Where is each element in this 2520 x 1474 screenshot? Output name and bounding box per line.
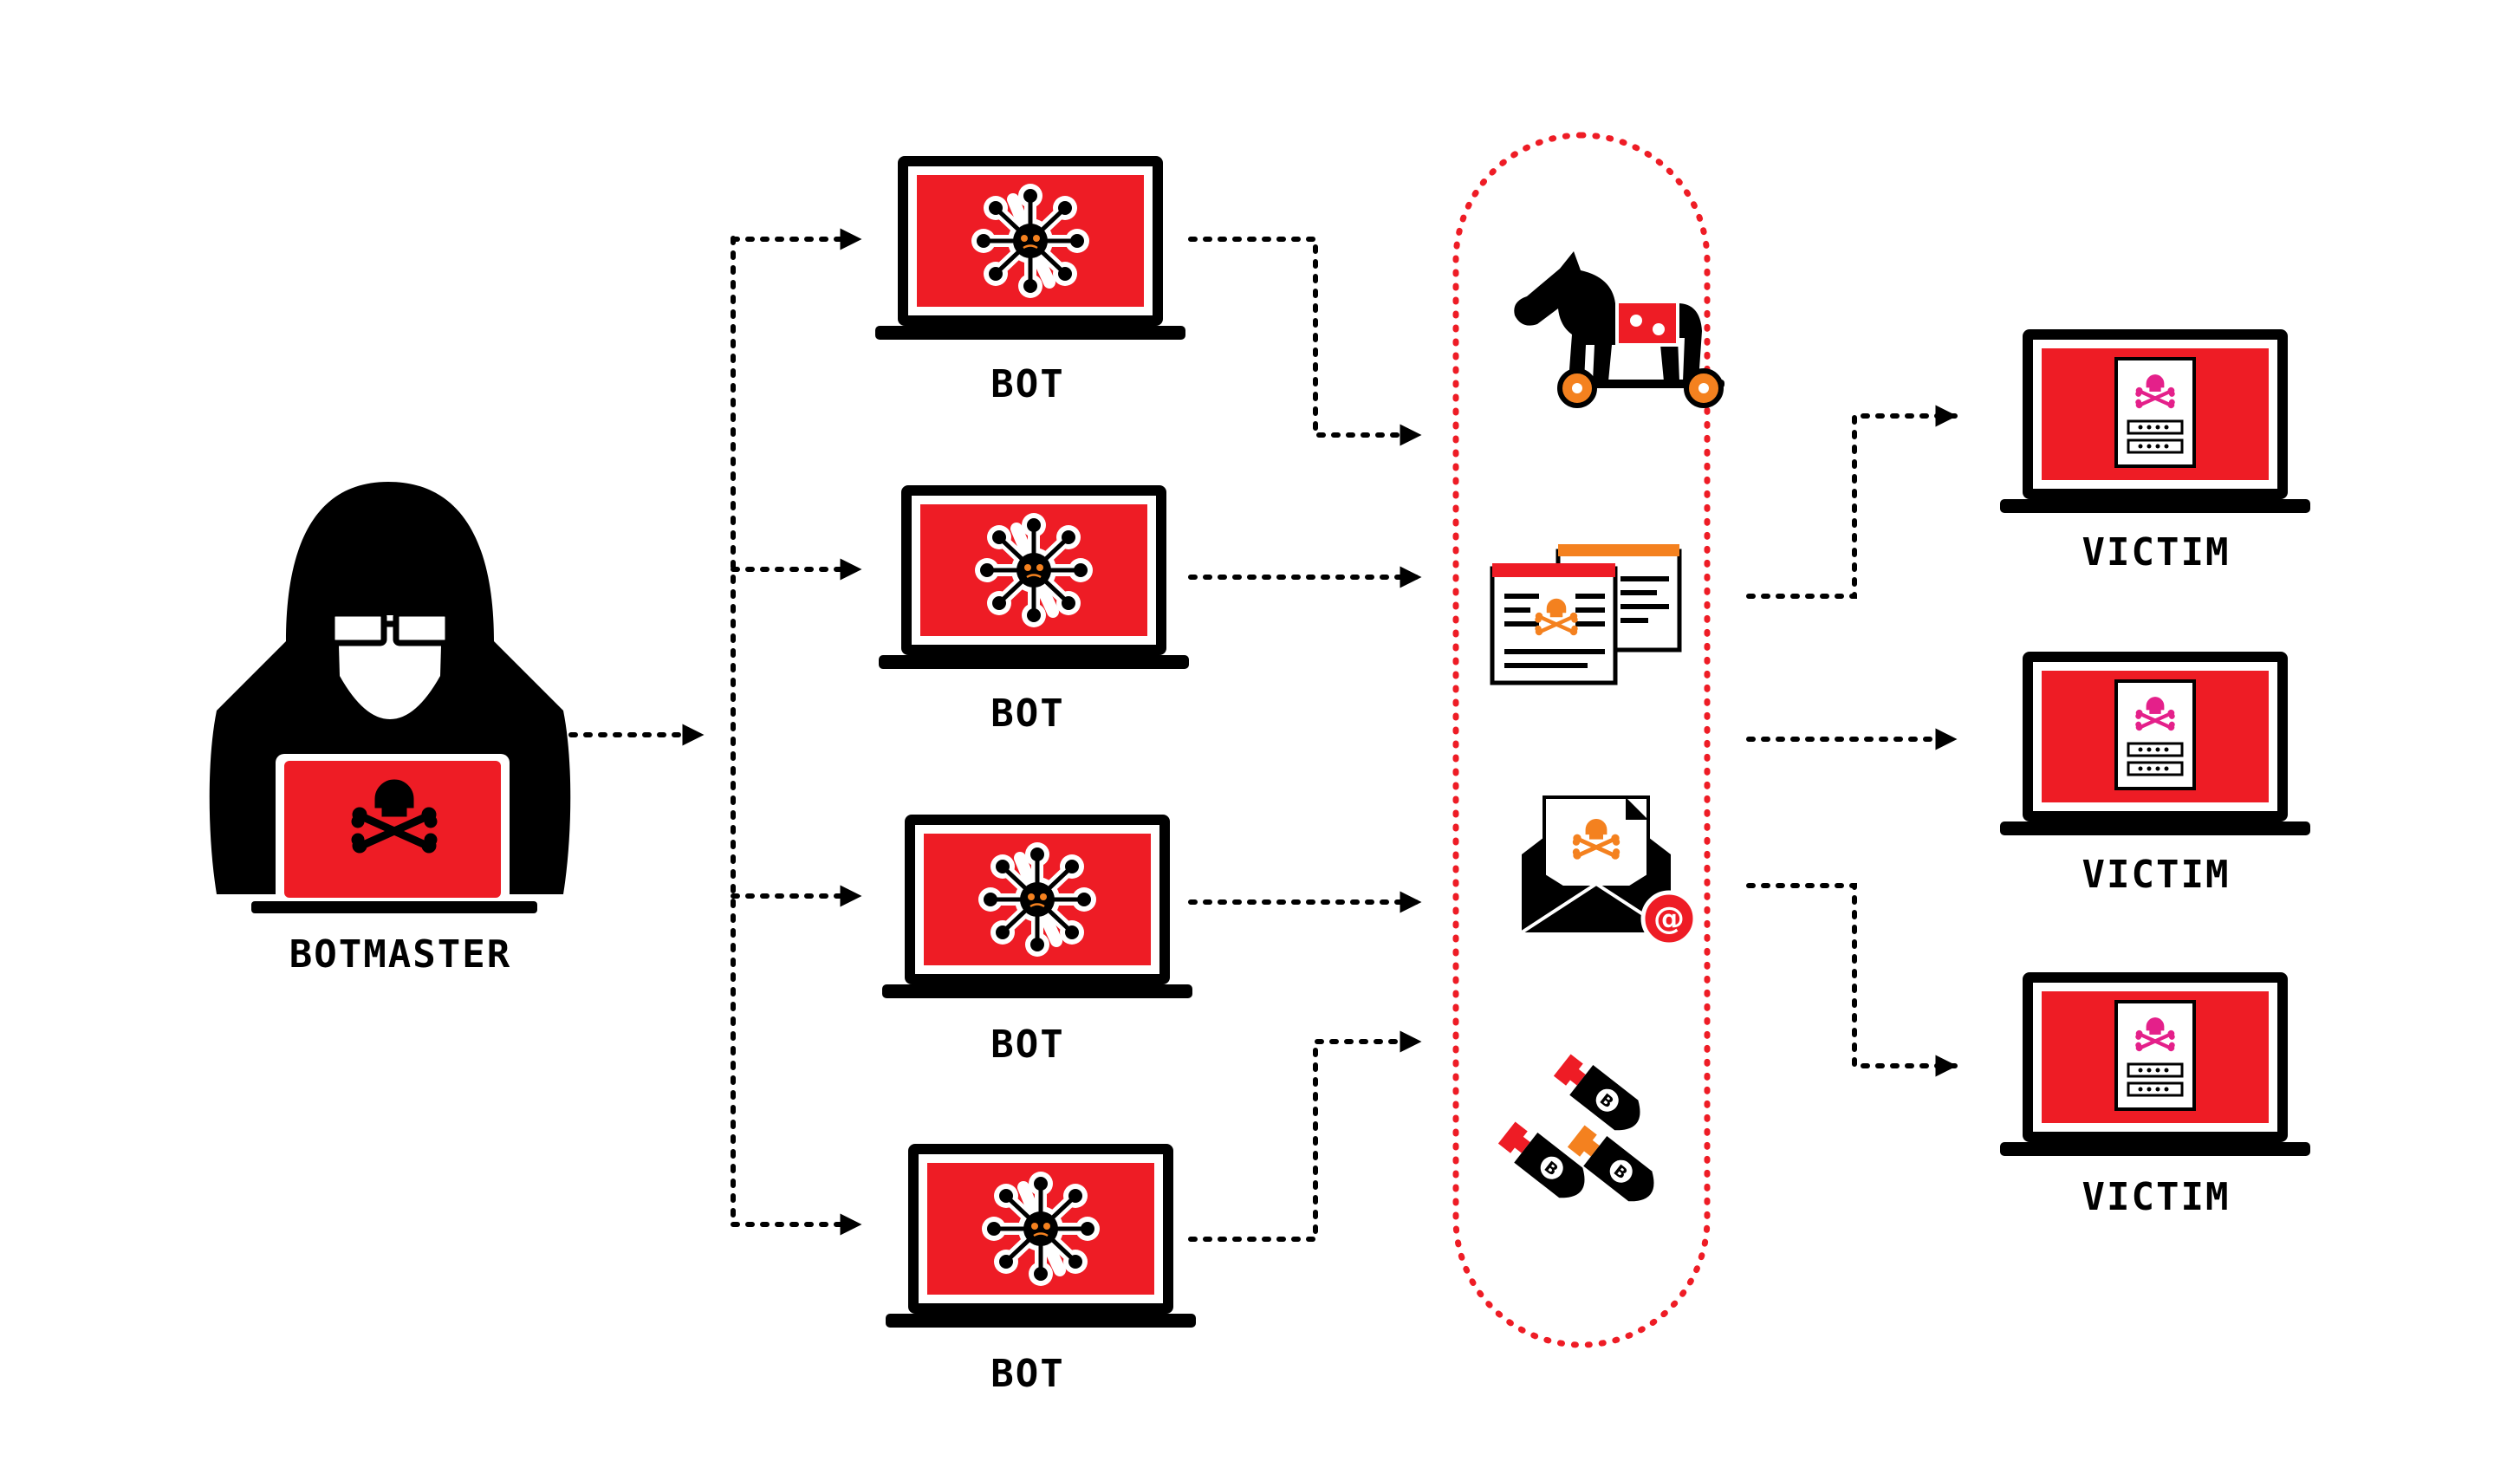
bot-2-laptop — [879, 485, 1189, 669]
bombs-ddos-icon: B B B — [1497, 1054, 1654, 1202]
bot-1-label: BOT — [990, 362, 1065, 406]
victim-2-label: VICTIM — [2082, 853, 2231, 897]
bot-2-label: BOT — [990, 692, 1065, 736]
connector-bot-4-bombs — [1188, 1030, 1422, 1242]
trojan-horse-icon — [1514, 251, 1724, 408]
connectors — [554, 228, 1958, 1242]
victim-1-laptop — [2000, 329, 2310, 513]
connector-group-victim-1 — [1746, 405, 1958, 599]
victim-1-label: VICTIM — [2082, 530, 2231, 575]
botmaster-label: BOTMASTER — [289, 932, 512, 977]
svg-text:@: @ — [1653, 901, 1685, 937]
connector-group-victim-3 — [1746, 883, 1958, 1077]
victim-2-laptop — [2000, 652, 2310, 835]
bot-3-laptop — [882, 815, 1192, 998]
bot-4-label: BOT — [990, 1352, 1065, 1396]
botmaster-hacker-icon — [209, 482, 571, 913]
victim-3-laptop — [2000, 972, 2310, 1156]
bot-1-laptop — [875, 156, 1185, 340]
bot-4-laptop — [886, 1144, 1196, 1328]
compromised-document-icon — [2114, 679, 2196, 790]
compromised-document-icon — [2114, 1000, 2196, 1111]
victim-3-label: VICTIM — [2082, 1175, 2231, 1219]
virus-icon — [978, 842, 1096, 957]
virus-icon — [971, 184, 1089, 298]
virus-icon — [975, 513, 1093, 627]
bot-3-label: BOT — [990, 1023, 1065, 1067]
malicious-webpage-icon — [1490, 544, 1682, 685]
connector-bot-1-trojan — [1188, 237, 1422, 446]
phishing-email-icon: @ — [1520, 795, 1698, 947]
compromised-document-icon — [2114, 357, 2196, 468]
virus-icon — [982, 1172, 1100, 1286]
attack-group-outline — [1452, 132, 1711, 1348]
